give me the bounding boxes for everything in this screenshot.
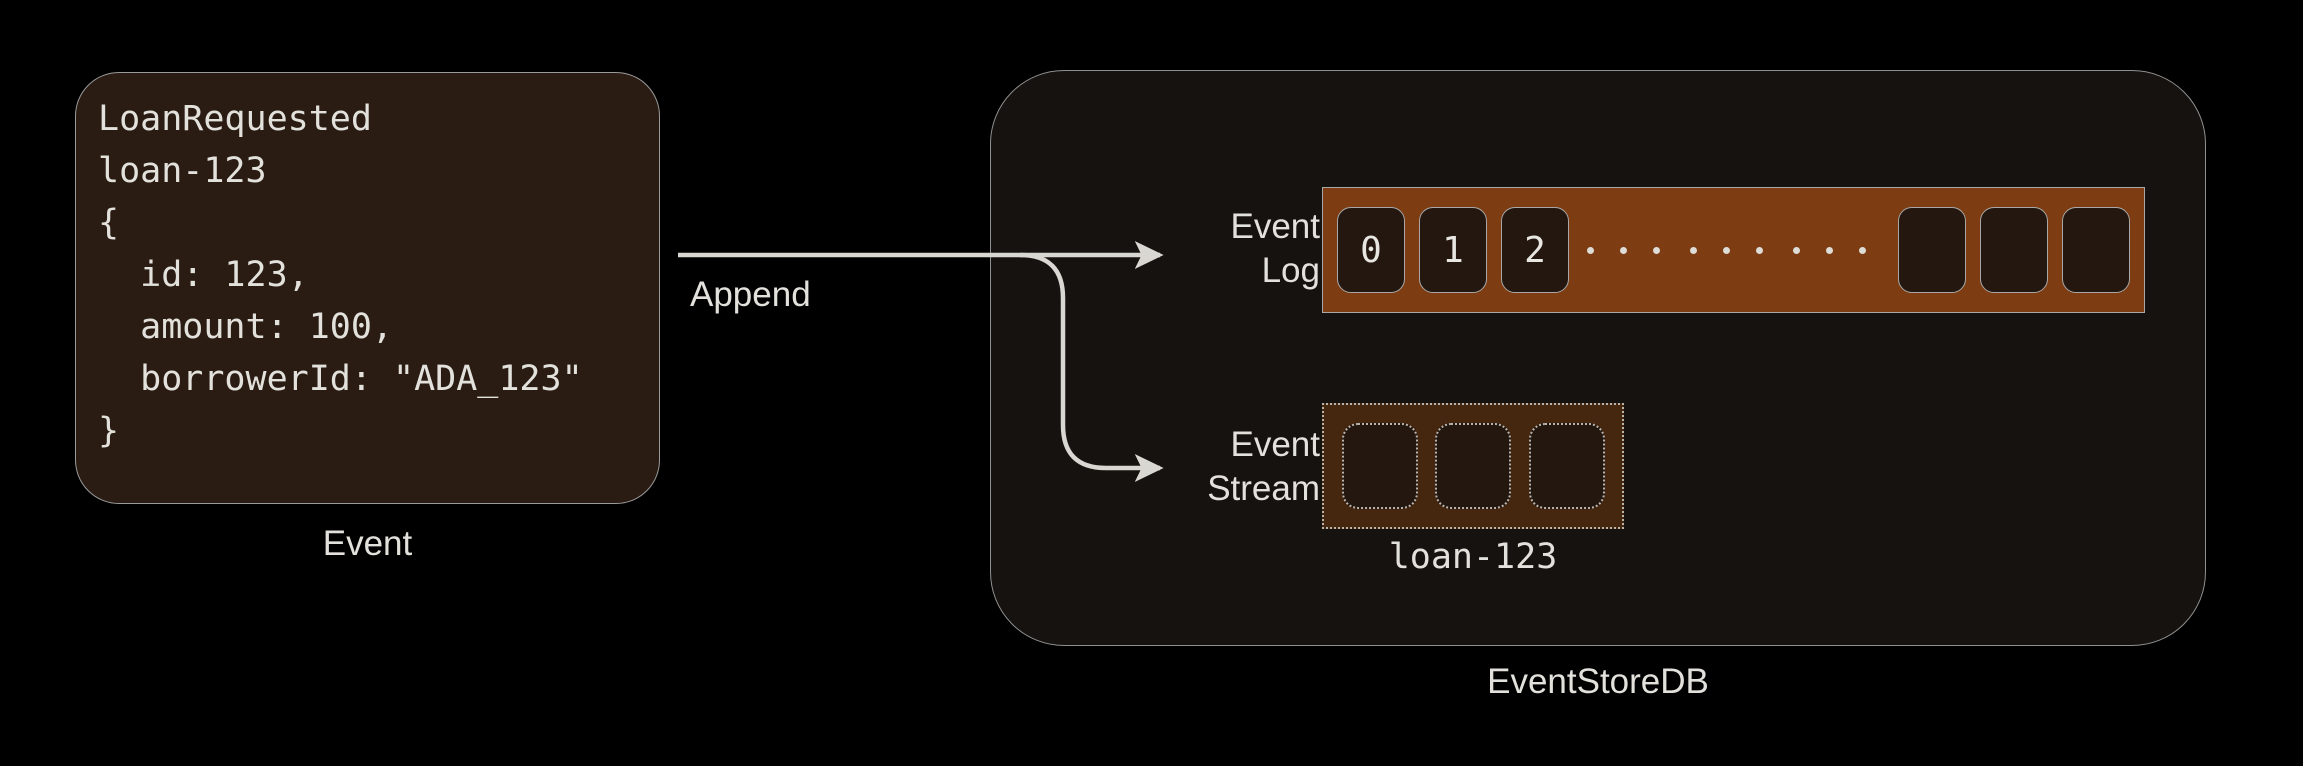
event-log-empty-cell[interactable]	[2062, 207, 2130, 293]
ellipsis-dot	[1859, 246, 1866, 254]
event-stream-label: Event Stream	[1070, 423, 1320, 511]
event-log-trailing-cells	[1884, 207, 2130, 293]
ellipsis-dot-group	[1587, 246, 1660, 254]
ellipsis-dot	[1587, 246, 1594, 254]
event-card-caption: Event	[322, 524, 413, 563]
ellipsis-dot-group	[1690, 246, 1763, 254]
ellipsis-dot	[1690, 246, 1697, 254]
event-stream-label-line2: Stream	[1207, 469, 1320, 508]
event-log-bar: 0 1 2	[1322, 187, 2145, 313]
event-log-ellipsis	[1569, 246, 1884, 254]
event-log-empty-cell[interactable]	[1980, 207, 2048, 293]
event-log-cell[interactable]: 1	[1419, 207, 1487, 293]
event-card: LoanRequested loan-123 { id: 123, amount…	[75, 72, 660, 504]
event-stream-box	[1322, 403, 1624, 529]
ellipsis-dot	[1793, 246, 1800, 254]
event-log-label: Event Log	[1070, 205, 1321, 293]
event-log-cell[interactable]: 2	[1501, 207, 1569, 293]
ellipsis-dot	[1620, 246, 1627, 254]
event-stream-label-line1: Event	[1230, 425, 1321, 464]
event-stream-cell[interactable]	[1528, 423, 1605, 509]
event-payload-code: LoanRequested loan-123 { id: 123, amount…	[98, 99, 583, 451]
event-stream-cell[interactable]	[1435, 423, 1511, 509]
eventstoredb-caption: EventStoreDB	[1487, 662, 1709, 701]
ellipsis-dot	[1756, 246, 1763, 254]
event-log-label-line1: Event	[1230, 207, 1321, 246]
event-stream-cell[interactable]	[1341, 423, 1418, 509]
ellipsis-dot	[1826, 246, 1833, 254]
ellipsis-dot-group	[1793, 246, 1866, 254]
ellipsis-dot	[1723, 246, 1730, 254]
eventstoredb-container	[990, 70, 2206, 646]
event-stream-caption: loan-123	[1388, 537, 1558, 577]
event-log-cell[interactable]: 0	[1337, 207, 1405, 293]
ellipsis-dot	[1653, 246, 1660, 254]
append-label: Append	[690, 275, 811, 314]
event-log-empty-cell[interactable]	[1898, 207, 1966, 293]
event-log-label-line2: Log	[1261, 251, 1320, 290]
